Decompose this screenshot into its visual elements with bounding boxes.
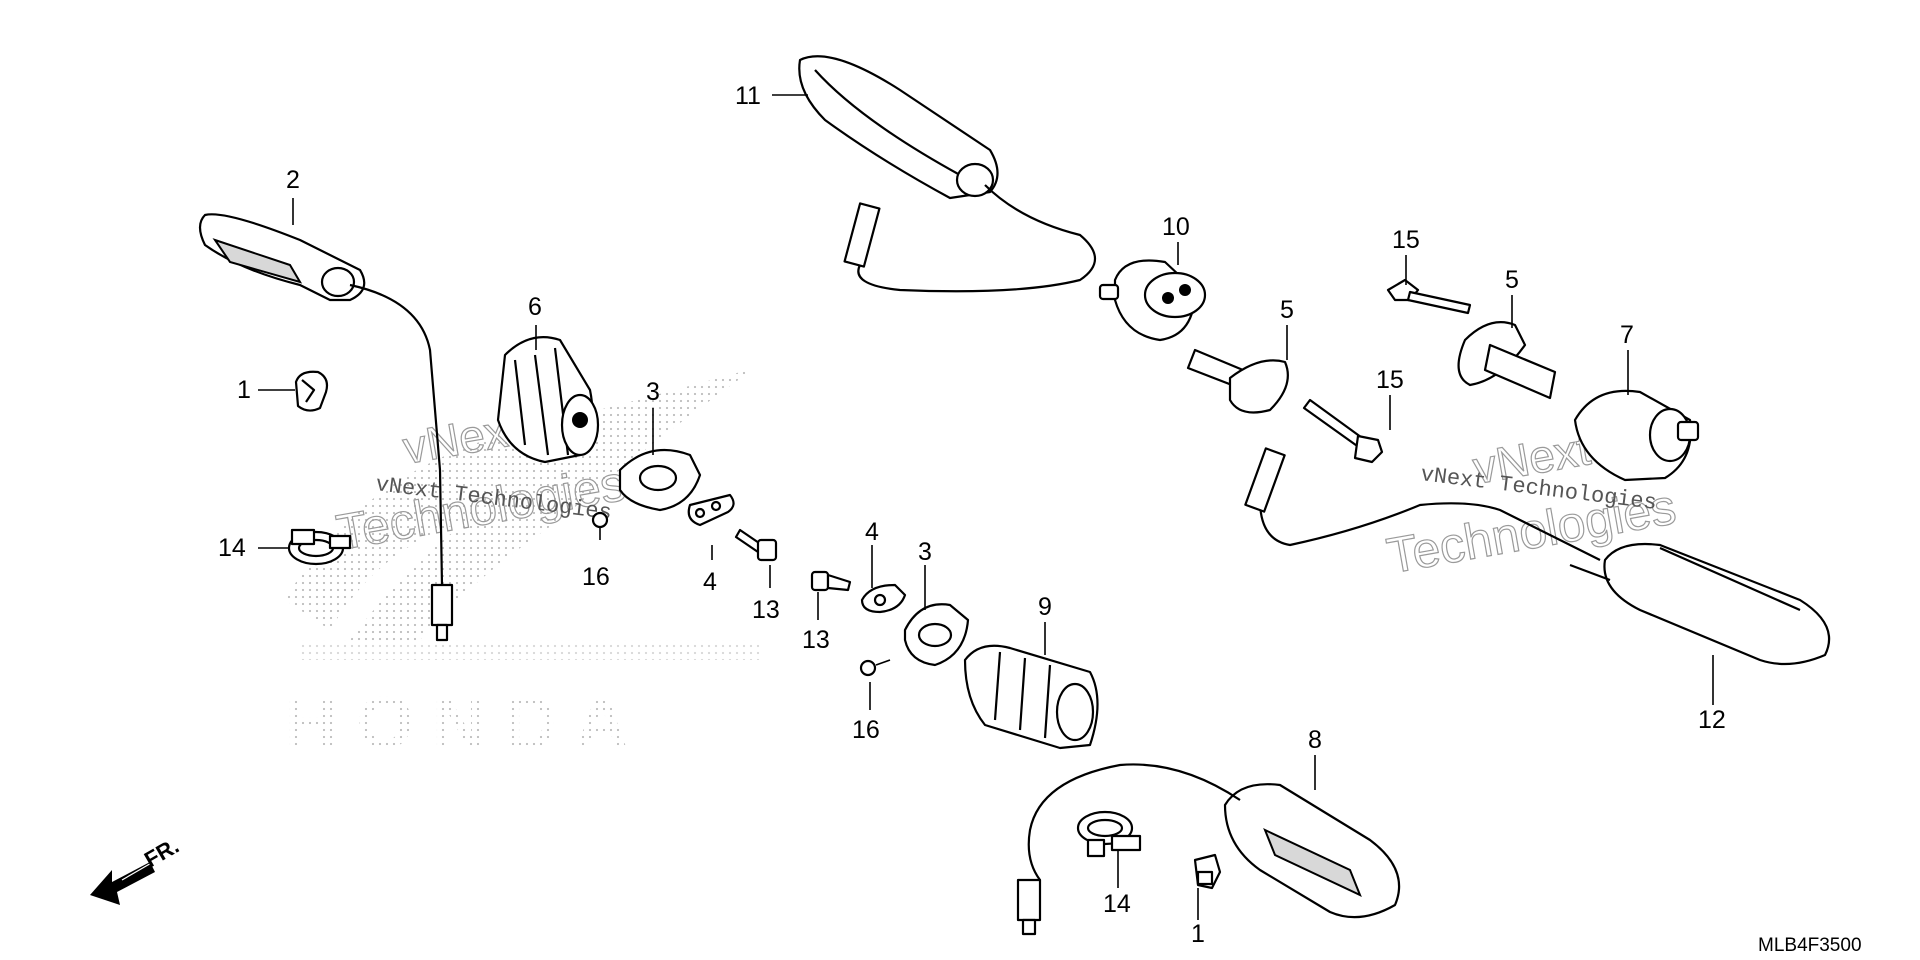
callout-15-right: 15 [1392, 226, 1420, 254]
callout-16-left: 16 [582, 563, 610, 591]
callout-6: 6 [528, 293, 542, 321]
rubber-mount-7 [1573, 389, 1700, 482]
callout-7: 7 [1620, 321, 1634, 349]
honda-brand-watermark: HONDA [285, 681, 646, 764]
callout-10: 10 [1162, 213, 1190, 241]
callout-5-right: 5 [1505, 266, 1519, 294]
rubber-mount-9 [963, 644, 1099, 750]
band-14-left [287, 528, 352, 566]
winker-front-left [198, 213, 454, 642]
callout-9: 9 [1038, 593, 1052, 621]
callout-4-left: 4 [703, 568, 717, 596]
callout-1-left: 1 [237, 376, 251, 404]
callout-14-bottom: 14 [1103, 890, 1131, 918]
callout-5-left: 5 [1280, 296, 1294, 324]
collar-5-right [1457, 321, 1557, 400]
screw-16-left [591, 511, 609, 540]
rubber-mount-6 [496, 336, 600, 464]
bracket-3-middle [903, 603, 970, 667]
front-direction-arrow [90, 857, 161, 905]
winker-wire-right [1244, 447, 1601, 561]
callout-16-middle: 16 [852, 716, 880, 744]
honda-wing-watermark [285, 368, 760, 660]
clip-1-bottom [1193, 853, 1222, 890]
screw-13-left [734, 528, 778, 562]
callout-8: 8 [1308, 726, 1322, 754]
winker-rear-11 [798, 55, 1096, 293]
plate-4-middle [860, 583, 907, 614]
callout-2: 2 [286, 166, 300, 194]
callout-12: 12 [1698, 706, 1726, 734]
callout-labels: 2 1 6 3 14 16 4 13 4 3 13 9 16 11 10 5 1… [218, 82, 1726, 948]
bracket-3-left [618, 448, 702, 512]
callout-13-left: 13 [752, 596, 780, 624]
callout-15-left: 15 [1376, 366, 1404, 394]
leader-lines [258, 94, 1714, 920]
callout-4-middle: 4 [865, 518, 879, 546]
collar-5-left [1186, 348, 1289, 414]
grommet-10 [1098, 259, 1207, 342]
callout-3-middle: 3 [918, 538, 932, 566]
bolt-15-right [1386, 278, 1472, 315]
screw-16-middle [859, 659, 891, 677]
callout-11: 11 [735, 82, 761, 110]
clip-1-left [294, 370, 329, 412]
callout-14-left: 14 [218, 534, 246, 562]
plate-4-left [687, 493, 735, 527]
winker-8 [1016, 763, 1401, 936]
callout-3-left: 3 [646, 378, 660, 406]
band-14-bottom [1076, 810, 1142, 858]
winker-12 [1569, 542, 1831, 666]
diagram-code: MLB4F3500 [1758, 935, 1862, 956]
screw-13-middle [810, 570, 852, 592]
callout-1-bottom: 1 [1191, 920, 1205, 948]
callout-13-middle: 13 [802, 626, 830, 654]
bolt-15-left [1302, 398, 1384, 464]
